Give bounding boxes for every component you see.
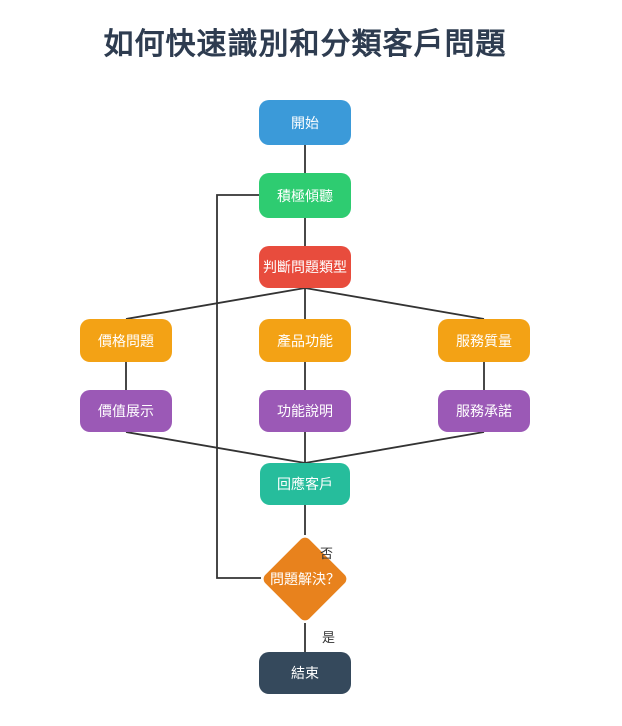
node-respond-customer-label: 回應客戶 [277, 476, 333, 492]
node-problem-solved-decision-label: 問題解決？ [270, 571, 340, 587]
edge-judge-service [304, 287, 485, 320]
edge-promise-respond [304, 431, 485, 464]
node-service-quality-label: 服務質量 [456, 332, 512, 349]
edge-judge-price [125, 287, 306, 320]
node-service-commitment: 服務承諾 [438, 390, 530, 432]
diagram-title: 如何快速識別和分類客戶問題 [103, 28, 507, 61]
node-value-display-label: 價值展示 [98, 403, 154, 419]
node-judge-problem-type: 判斷問題類型 [259, 246, 351, 288]
node-judge-problem-type-label: 判斷問題類型 [263, 259, 347, 275]
node-price-problem-label: 價格問題 [98, 332, 154, 349]
node-start: 開始 [259, 100, 351, 145]
node-value-display: 價值展示 [80, 390, 172, 432]
edge-label-no: 否 [320, 546, 334, 561]
node-product-function: 產品功能 [259, 319, 351, 362]
node-respond-customer: 回應客戶 [260, 463, 350, 505]
edge-value-respond [125, 431, 306, 464]
node-function-explanation: 功能說明 [259, 390, 351, 432]
node-function-explanation-label: 功能說明 [277, 403, 333, 419]
node-service-quality: 服務質量 [438, 319, 530, 362]
node-start-label: 開始 [291, 114, 319, 131]
node-price-problem: 價格問題 [80, 319, 172, 362]
node-end-label: 結束 [291, 665, 319, 681]
node-service-commitment-label: 服務承諾 [456, 403, 512, 419]
edge-solved-no-loop [216, 194, 261, 579]
node-active-listening: 積極傾聽 [259, 173, 351, 218]
node-end: 結束 [259, 652, 351, 694]
edge-label-yes: 是 [322, 630, 336, 645]
node-active-listening-label: 積極傾聽 [277, 187, 333, 204]
node-product-function-label: 產品功能 [277, 332, 333, 349]
